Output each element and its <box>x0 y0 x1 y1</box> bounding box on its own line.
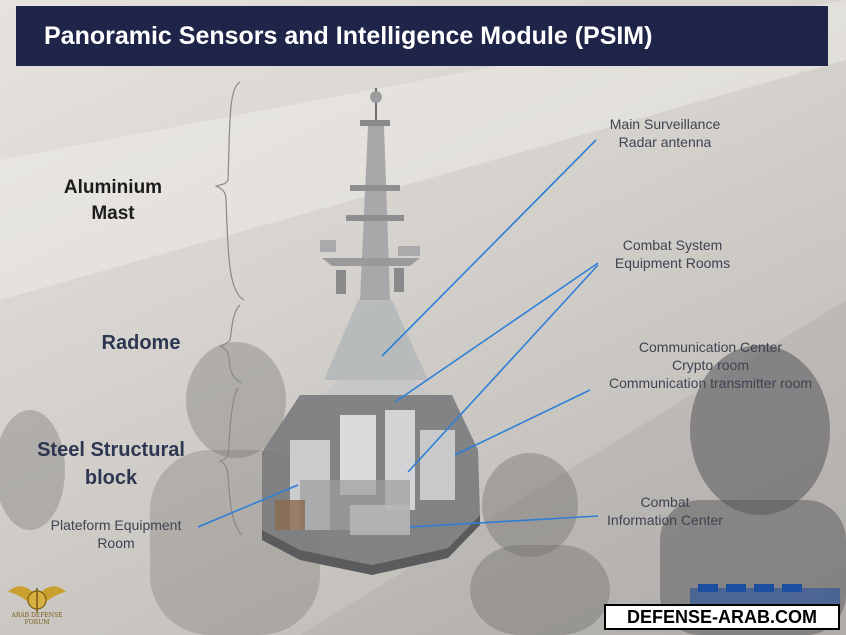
radome <box>324 300 428 380</box>
mast <box>320 88 420 300</box>
page-title: Panoramic Sensors and Intelligence Modul… <box>16 6 828 66</box>
leader-combat-room-2 <box>407 264 599 473</box>
leader-radar <box>381 139 597 357</box>
leader-lines <box>197 139 599 528</box>
radome-base <box>320 380 432 395</box>
leader-platform <box>197 484 299 528</box>
section-label-radome: Radome <box>101 332 181 354</box>
leader-cic <box>409 515 599 528</box>
mast-brace <box>214 81 245 301</box>
steel-block <box>262 395 480 575</box>
dcns-logo <box>690 584 840 606</box>
leader-combat-room-1 <box>394 262 599 403</box>
arab-defense-forum-emblem <box>8 586 66 612</box>
radome-brace <box>218 304 243 384</box>
emblem-text: ARAB DEFENSE FORUM <box>11 612 63 626</box>
watermark: DEFENSE-ARAB.COM <box>604 604 840 630</box>
leader-communication <box>454 389 591 456</box>
steel-brace <box>218 387 243 536</box>
